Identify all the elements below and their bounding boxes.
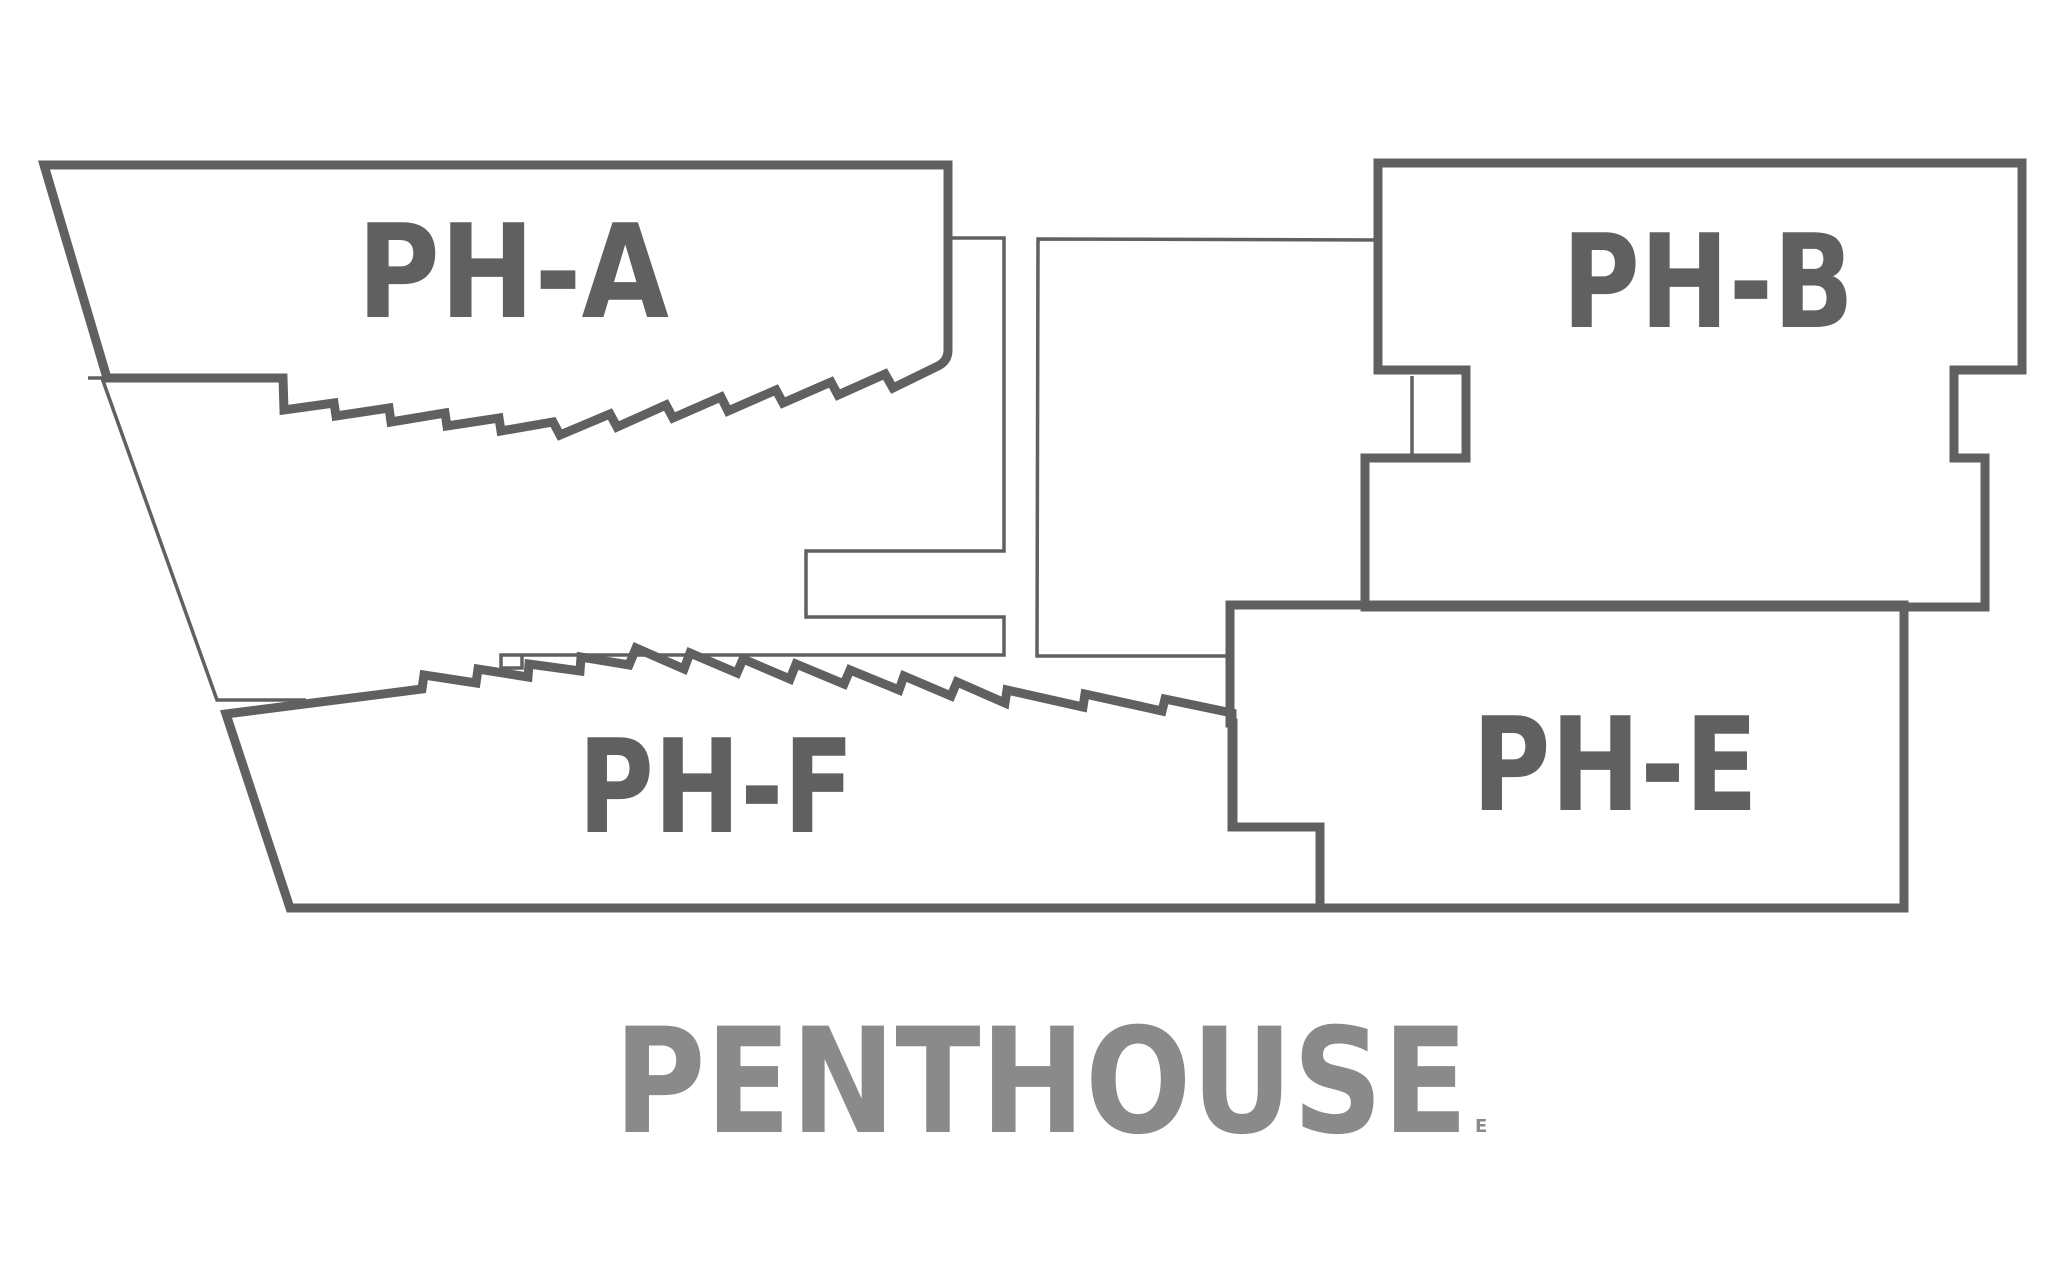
floor-mark: E xyxy=(1475,1116,1487,1137)
unit-ph-a-outline xyxy=(37,160,953,441)
unit-ph-f-outline xyxy=(220,642,1325,913)
corridor-core-outline xyxy=(499,236,1006,670)
unit-label-ph-e: PH-E xyxy=(1472,689,1758,841)
unit-ph-b-outline xyxy=(1360,158,2027,612)
unit-label-ph-f: PH-F xyxy=(578,711,854,863)
lobby-outline xyxy=(1035,237,1379,658)
unit-label-ph-b: PH-B xyxy=(1562,206,1854,358)
ph-f-inner-wall xyxy=(88,376,306,702)
floor-title: PENTHOUSE xyxy=(614,997,1468,1167)
unit-label-ph-a: PH-A xyxy=(357,196,669,348)
